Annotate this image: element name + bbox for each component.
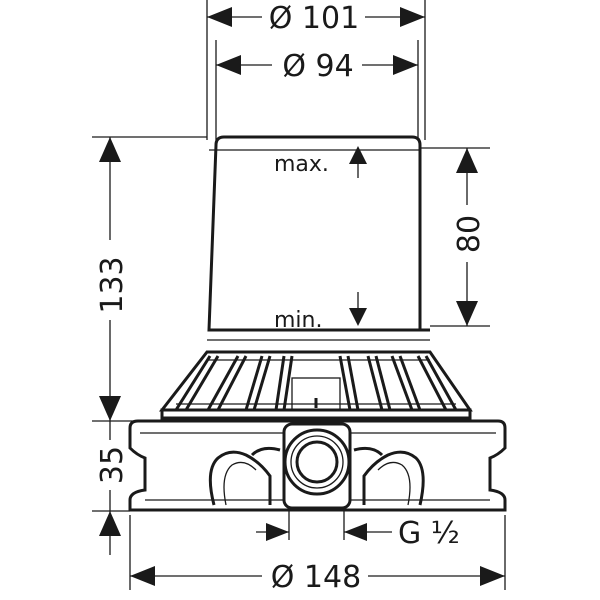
base-height-label: 35 <box>95 446 130 484</box>
total-height-label: 133 <box>95 256 130 313</box>
height-range-label: 80 <box>452 215 487 253</box>
thread-port <box>282 422 352 510</box>
min-label: min. <box>274 308 322 333</box>
dimension-inner-diameter: Ø 94 <box>216 49 418 84</box>
dimension-base-height: 35 <box>95 421 130 555</box>
dimension-base-diameter: Ø 148 <box>130 560 505 595</box>
thread-label: G ½ <box>398 516 460 551</box>
dimension-total-height: 133 <box>95 137 130 421</box>
inner-diameter-label: Ø 94 <box>282 49 353 84</box>
skirt-ribs <box>158 350 473 420</box>
max-label: max. <box>274 152 329 177</box>
dimension-outer-diameter: Ø 101 <box>207 1 425 36</box>
cylinder-body <box>207 135 430 341</box>
outer-diameter-label: Ø 101 <box>269 1 359 36</box>
min-marker: min. <box>274 292 367 333</box>
base-diameter-label: Ø 148 <box>271 560 361 595</box>
max-marker: max. <box>274 146 367 178</box>
dimension-height-range: 80 <box>452 148 487 326</box>
dimension-thread: G ½ <box>256 516 460 551</box>
